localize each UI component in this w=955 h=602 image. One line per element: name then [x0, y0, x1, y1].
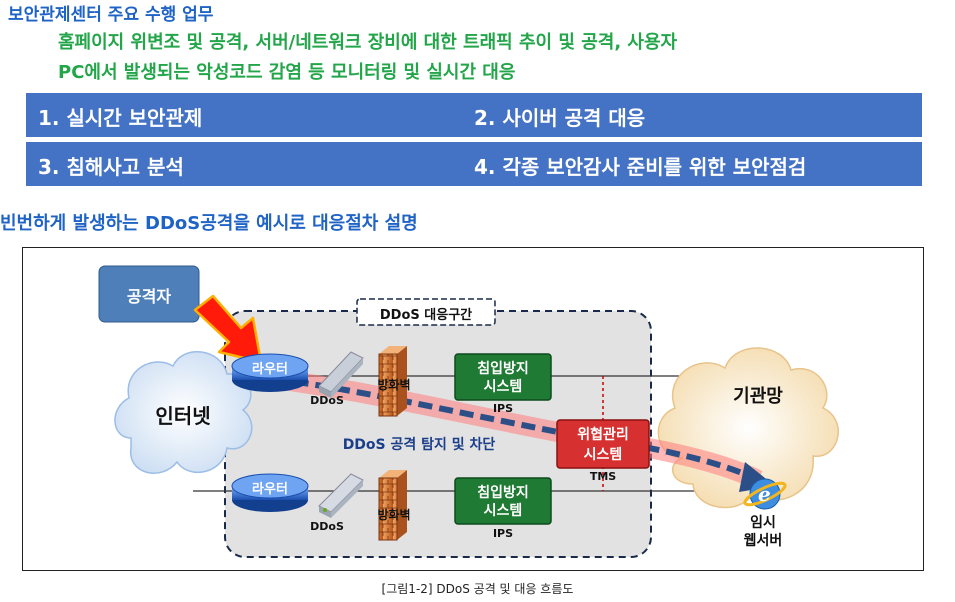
subtitle: 빈번하게 발생하는 DDoS공격을 예시로 대응절차 설명 — [0, 213, 418, 234]
ips-bottom-label-2: 시스템 — [483, 503, 523, 519]
web-server-icon: e — [743, 478, 787, 510]
ddos-bottom-label: DDoS — [310, 520, 344, 533]
figure-caption: [그림1-2] DDoS 공격 및 대응 흐름도 — [381, 582, 574, 596]
tms-tag: TMS — [589, 470, 617, 483]
attacker-box — [98, 265, 200, 323]
ips-box-top — [454, 353, 552, 401]
router-top-label: 라우터 — [252, 362, 288, 377]
ddos-top-label: DDoS — [310, 394, 344, 407]
section-desc-line2: PC에서 발생되는 악성코드 감염 등 모니터링 및 실시간 대응 — [58, 62, 516, 83]
ddos-device-bottom — [318, 473, 364, 518]
attacker-label: 공격자 — [126, 287, 172, 306]
firewall-top-label: 방화벽 — [377, 378, 411, 392]
internet-label: 인터넷 — [155, 404, 211, 428]
ips-top-tag: IPS — [492, 402, 514, 415]
detect-label: DDoS 공격 탐지 및 차단 — [342, 437, 496, 453]
ddos-flow-diagram: e 공격자 DDoS 대응구간 인터넷 라우터 라우터 DDoS DDoS 방화… — [22, 247, 924, 571]
ips-top-label-2: 시스템 — [483, 379, 523, 395]
svg-text:e: e — [758, 482, 771, 506]
ips-box-bottom — [454, 477, 552, 525]
firewall-bottom — [378, 470, 407, 541]
attack-arrow — [193, 294, 263, 364]
router-top — [231, 353, 309, 392]
tms-label-2: 시스템 — [583, 447, 623, 463]
firewall-bottom-label: 방화벽 — [377, 508, 411, 522]
tms-label-1: 위협관리 — [577, 427, 629, 443]
ddos-device-top — [318, 351, 364, 398]
router-bottom-label: 라우터 — [252, 482, 288, 497]
temp-server-label-2: 웹서버 — [743, 533, 783, 549]
ips-top-label-1: 침입방지 — [477, 361, 529, 377]
tms-box — [556, 419, 650, 469]
task-band-1: 1. 실시간 보안관제 2. 사이버 공격 대응 — [26, 93, 922, 137]
task-item-1: 1. 실시간 보안관제 — [38, 106, 203, 130]
org-net-label: 기관망 — [733, 386, 783, 407]
diagram-canvas: e — [98, 265, 839, 558]
zone-label-box — [356, 298, 496, 326]
ips-bottom-label-1: 침입방지 — [477, 485, 529, 501]
temp-server-label-1: 임시 — [750, 515, 776, 531]
section-title: 보안관제센터 주요 수행 업무 — [8, 5, 214, 25]
section-desc-line1: 홈페이지 위변조 및 공격, 서버/네트워크 장비에 대한 트래픽 추이 및 공… — [58, 32, 678, 53]
firewall-top — [378, 346, 407, 417]
task-item-2: 2. 사이버 공격 대응 — [474, 106, 646, 130]
router-bottom — [231, 473, 309, 512]
task-band-2: 3. 침해사고 분석 4. 각종 보안감사 준비를 위한 보안점검 — [26, 142, 922, 186]
ips-bottom-tag: IPS — [492, 527, 514, 540]
task-item-4: 4. 각종 보안감사 준비를 위한 보안점검 — [474, 155, 807, 179]
zone-label: DDoS 대응구간 — [379, 308, 473, 323]
task-item-3: 3. 침해사고 분석 — [38, 155, 184, 179]
